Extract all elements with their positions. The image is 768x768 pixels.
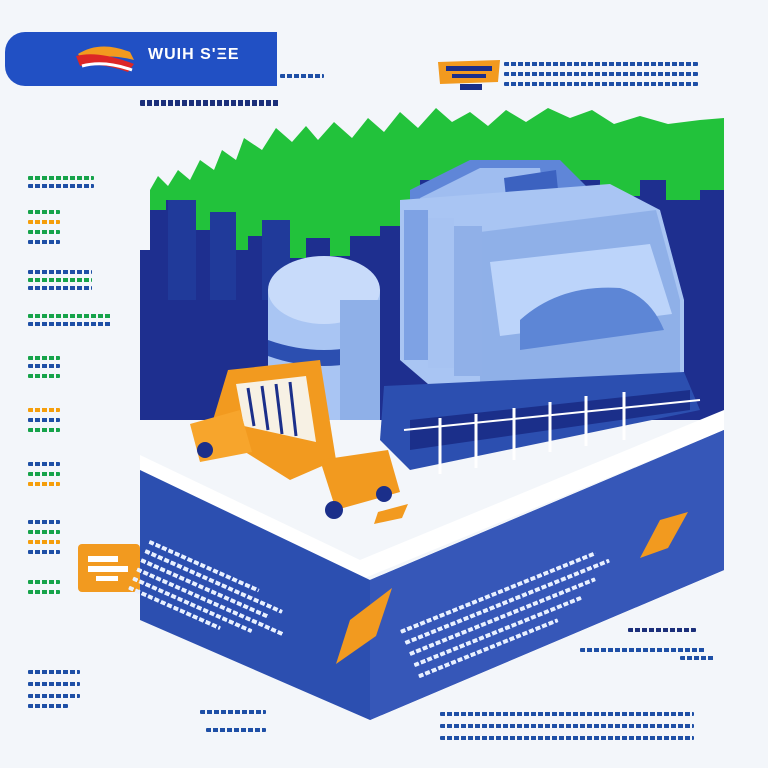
orange-truck — [190, 360, 400, 519]
logo-box — [5, 32, 277, 86]
logo-title: WUIH S'ΞE — [148, 46, 240, 63]
orange-tag-icon-right — [640, 512, 688, 558]
factory-building — [380, 160, 701, 474]
orange-badge-icon — [438, 60, 500, 90]
platform-edge — [140, 410, 724, 580]
silo-dome — [268, 256, 380, 420]
orange-tag-icon-left — [336, 588, 392, 664]
wave-emblem-icon — [76, 46, 134, 72]
orange-tag-icon-side — [78, 544, 140, 592]
